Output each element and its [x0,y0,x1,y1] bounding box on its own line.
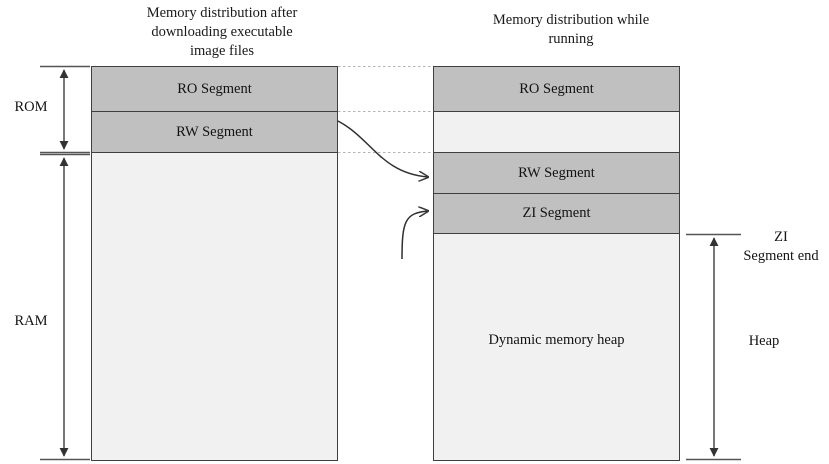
right-diagram-caption: Memory distribution while running [492,12,650,48]
bracket-label-zi-segment-end: ZI Segment end [743,229,819,264]
left-segment-free [91,152,338,461]
left-segment-rw-label: RW Segment [176,123,253,140]
right-segment-zi: ZI Segment [433,193,680,234]
right-segment-zi-label: ZI Segment [522,205,591,221]
right-segment-ro: RO Segment [433,66,680,112]
alignment-guides [338,66,433,153]
bracket-label-ram: RAM [14,313,48,329]
ram-bracket [40,153,90,461]
right-segment-ro-label: RO Segment [519,80,594,97]
bracket-label-heap: Heap [748,333,780,349]
right-segment-rw: RW Segment [433,152,680,194]
left-segment-rw: RW Segment [91,111,338,153]
zi-creation-arrow [401,211,428,260]
bracket-label-rom: ROM [14,99,48,115]
right-segment-heap: Dynamic memory heap [433,233,680,461]
rw-relocation-arrow [337,120,428,177]
left-diagram-caption: Memory distribution after downloading ex… [146,5,298,60]
right-segment-gap [433,111,680,153]
right-segment-heap-label: Dynamic memory heap [488,332,625,348]
left-segment-ro-label: RO Segment [177,80,252,97]
right-segment-rw-label: RW Segment [518,164,595,181]
left-segment-ro: RO Segment [91,66,338,112]
